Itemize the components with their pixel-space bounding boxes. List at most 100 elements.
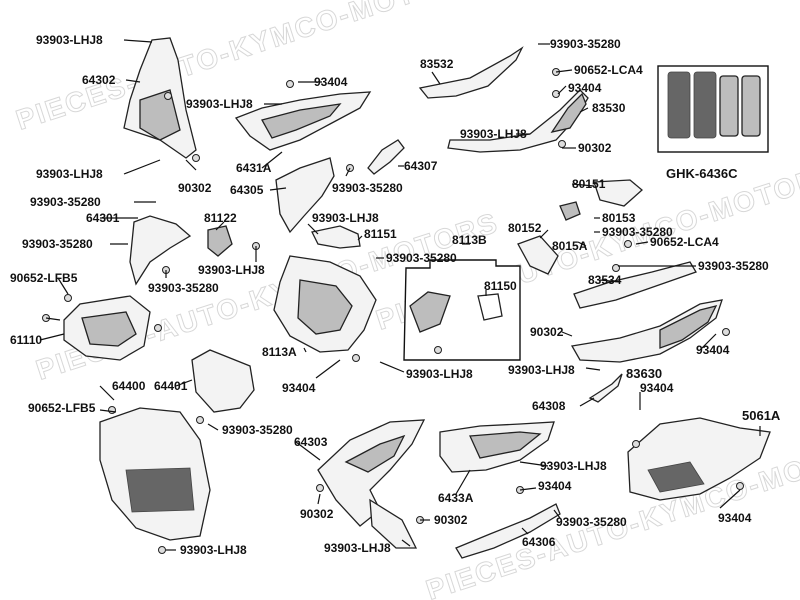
label-6433A: 6433A	[438, 491, 474, 505]
fastener	[154, 324, 162, 332]
label-93903-LHJ8-e: 93903-LHJ8	[198, 263, 265, 277]
fastener	[108, 406, 116, 414]
fastener	[192, 154, 200, 162]
label-93903-LHJ8-g: 93903-LHJ8	[406, 367, 473, 381]
fastener	[434, 346, 442, 354]
label-93903-35280-f: 93903-35280	[602, 225, 673, 239]
part-83530-strip	[550, 92, 587, 133]
part-64302-detail	[139, 89, 181, 141]
label-64302: 64302	[82, 73, 116, 87]
part-61110-inner	[81, 311, 137, 347]
part-81150-clip	[477, 293, 503, 321]
label-90302-a: 90302	[178, 181, 212, 195]
label-64400: 64400	[112, 379, 146, 393]
label-83534: 83534	[588, 273, 622, 287]
label-93903-LHJ8-j: 93903-LHJ8	[180, 543, 247, 557]
label-93903-LHJ8-k: 93903-LHJ8	[324, 541, 391, 555]
label-64303: 64303	[294, 435, 328, 449]
label-93903-35280-b: 93903-35280	[550, 37, 621, 51]
label-83532: 83532	[420, 57, 454, 71]
label-93404-b: 93404	[568, 81, 602, 95]
fastener	[316, 484, 324, 492]
part-64303-lower	[369, 498, 418, 549]
label-93903-35280-e: 93903-35280	[148, 281, 219, 295]
fastener	[352, 354, 360, 362]
label-8113B: 8113B	[452, 233, 487, 247]
part-80152	[517, 235, 559, 275]
part-5061A-grille	[647, 461, 705, 493]
label-6431A: 6431A	[236, 161, 272, 175]
part-8015A	[559, 201, 581, 221]
fastener	[722, 328, 730, 336]
label-93404-d: 93404	[282, 381, 316, 395]
part-64301	[129, 215, 192, 286]
label-GHK-6436C: GHK-6436C	[666, 166, 738, 181]
fastener	[624, 240, 632, 248]
part-83530	[447, 89, 589, 153]
label-81122: 81122	[204, 211, 237, 225]
label-93903-LHJ8-b: 93903-LHJ8	[36, 167, 103, 181]
label-64308: 64308	[532, 399, 566, 413]
label-64306: 64306	[522, 535, 556, 549]
part-81122	[207, 225, 233, 257]
fastener	[736, 482, 744, 490]
part-64401	[191, 349, 255, 413]
fastener	[558, 140, 566, 148]
fastener	[64, 294, 72, 302]
part-83630	[570, 299, 723, 363]
label-90302-e: 90302	[434, 513, 468, 527]
kit-8113B-box	[403, 259, 521, 361]
part-8113A-inner	[297, 279, 353, 335]
label-64301: 64301	[86, 211, 120, 225]
label-90652-LCA4-b: 90652-LCA4	[650, 235, 719, 249]
label-90652-LFB5-b: 90652-LFB5	[28, 401, 96, 415]
part-labels: 93903-LHJ8 64302 93903-LHJ8 90302 93404 …	[10, 33, 781, 557]
label-93903-LHJ8-a: 93903-LHJ8	[36, 33, 103, 47]
label-8113A: 8113A	[262, 345, 297, 359]
label-80151: 80151	[572, 177, 606, 191]
part-64400-grille	[125, 467, 195, 513]
label-64401: 64401	[154, 379, 188, 393]
label-64305: 64305	[230, 183, 264, 197]
mat-3	[719, 75, 739, 137]
fastener	[552, 90, 560, 98]
part-8113B-lid	[409, 291, 451, 333]
label-93903-35280-d: 93903-35280	[22, 237, 93, 251]
label-90302-b: 90302	[578, 141, 612, 155]
label-80153: 80153	[602, 211, 636, 225]
part-6433A-inner	[469, 431, 542, 459]
part-64306	[455, 503, 561, 559]
label-80152: 80152	[508, 221, 542, 235]
fastener	[196, 416, 204, 424]
mat-2	[693, 71, 717, 139]
part-83534	[573, 261, 697, 309]
label-93903-35280-g: 93903-35280	[698, 259, 769, 273]
fastener	[612, 264, 620, 272]
fastener	[286, 80, 294, 88]
part-64303-inner	[344, 434, 406, 473]
fastener	[632, 440, 640, 448]
label-93903-LHJ8-c: 93903-LHJ8	[186, 97, 253, 111]
part-83532	[418, 46, 524, 99]
label-93404-g: 93404	[718, 511, 752, 525]
label-61110: 61110	[10, 333, 42, 347]
label-64307: 64307	[404, 159, 438, 173]
label-90652-LCA4-a: 90652-LCA4	[574, 63, 643, 77]
label-93404-c: 93404	[696, 343, 730, 357]
fastener	[158, 546, 166, 554]
mat-4	[741, 75, 761, 137]
label-93903-35280-a: 93903-35280	[332, 181, 403, 195]
label-93404-a: 93404	[314, 75, 348, 89]
part-64305	[275, 157, 335, 234]
label-93404-e: 93404	[640, 381, 674, 395]
label-8015A: 8015A	[552, 239, 588, 253]
fastener	[164, 92, 172, 100]
label-83630: 83630	[626, 366, 662, 381]
label-93903-35280-i: 93903-35280	[222, 423, 293, 437]
label-93903-LHJ8-h: 93903-LHJ8	[508, 363, 575, 377]
label-93903-LHJ8-f: 93903-LHJ8	[312, 211, 379, 225]
label-5061A: 5061A	[742, 408, 781, 423]
leader-lines	[39, 39, 761, 551]
part-6431A-inner	[261, 103, 342, 139]
